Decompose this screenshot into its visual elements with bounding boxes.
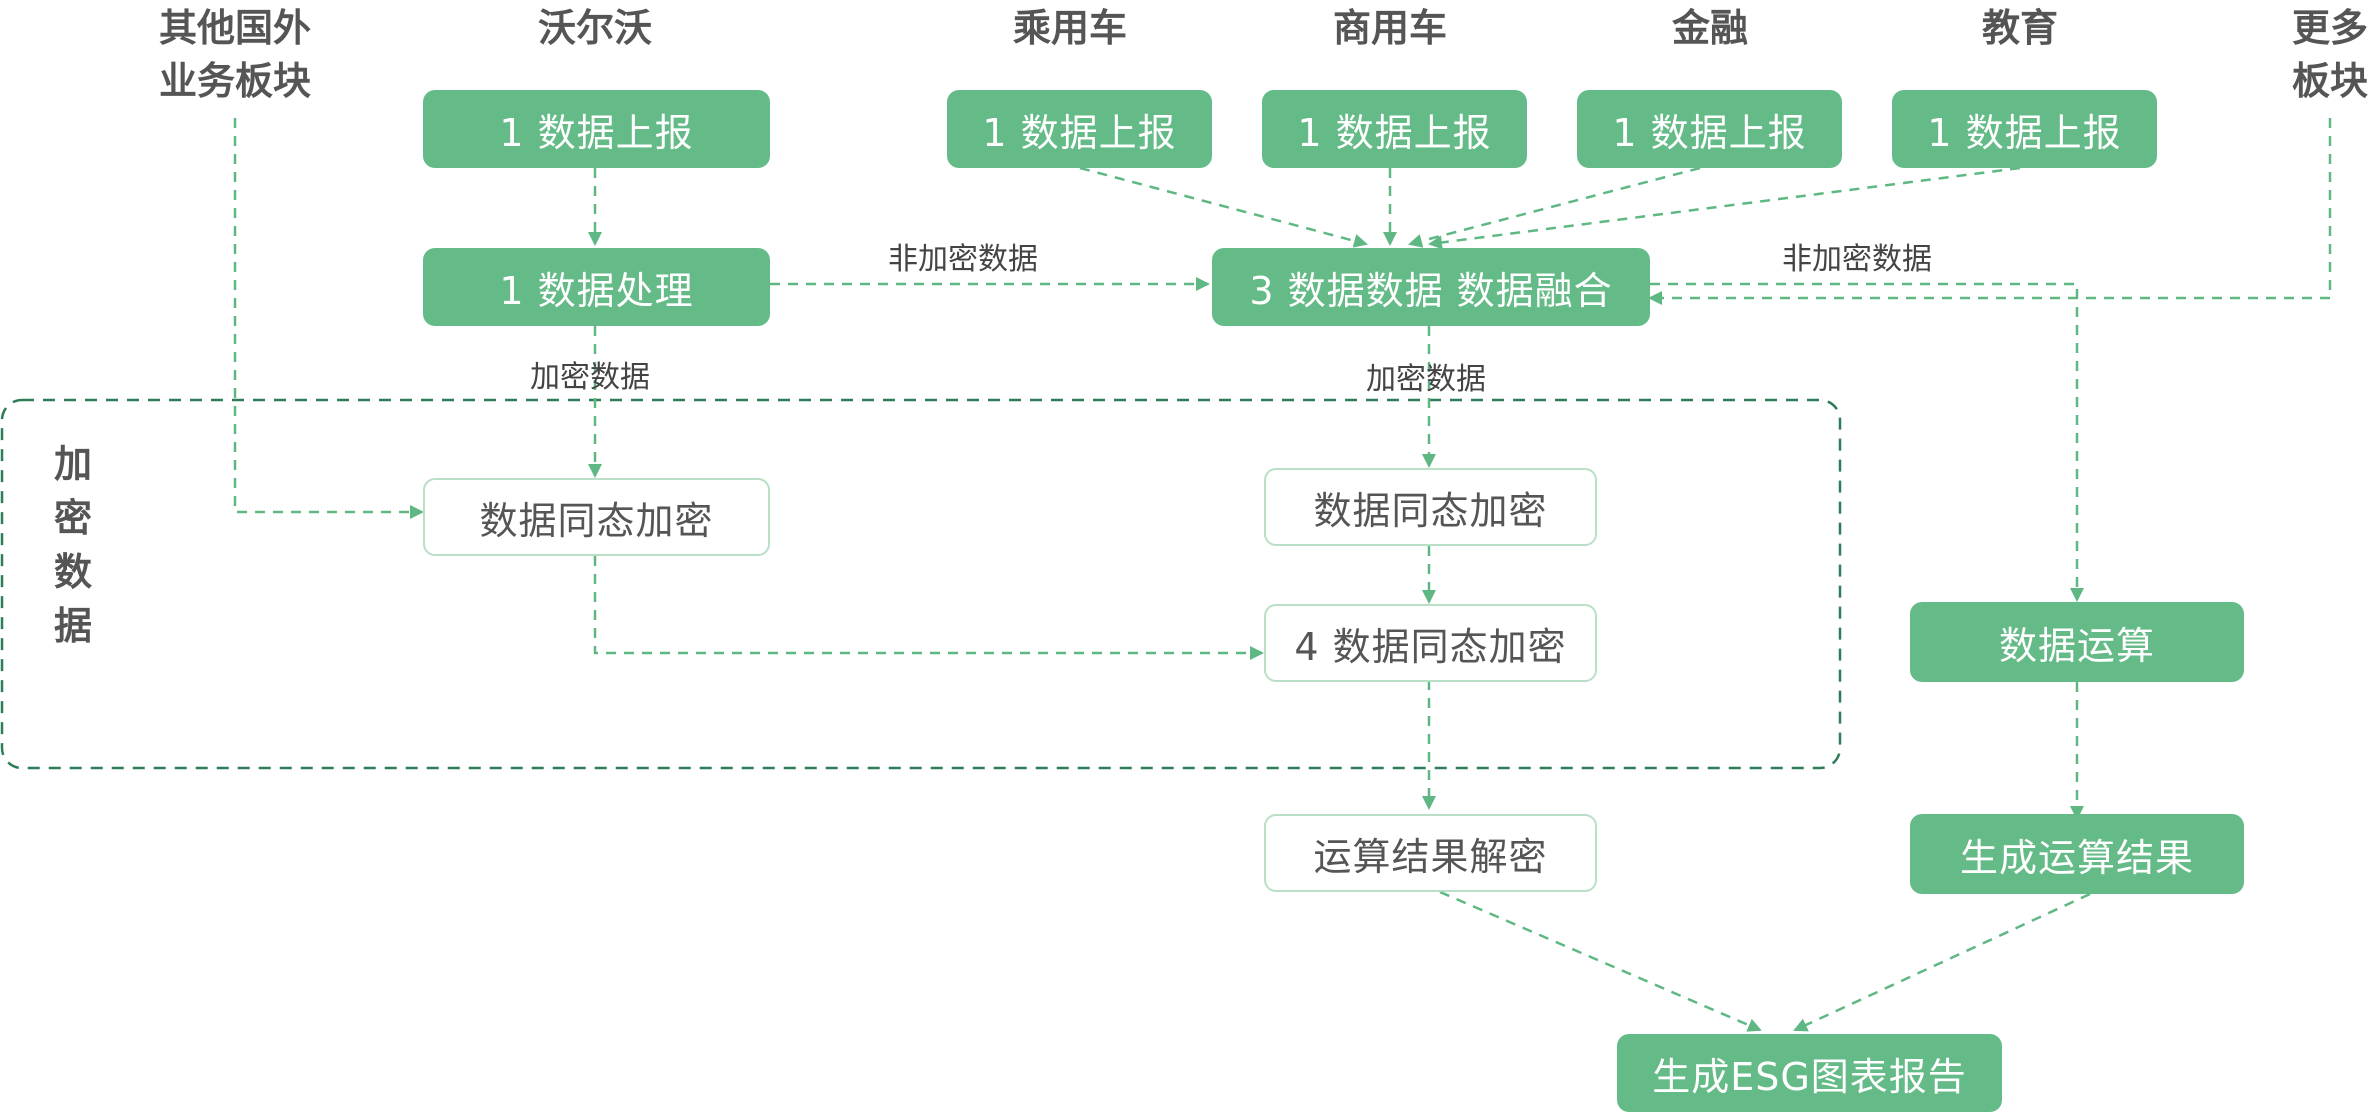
- header-passenger-car: 乘用车: [1012, 6, 1127, 50]
- header-other-overseas-line1: 其他国外: [158, 6, 311, 50]
- homomorphic-encrypt-left-node: 数据同态加密: [423, 478, 770, 556]
- arrow-gen-result-to-esg: [1793, 892, 2091, 1032]
- arrow-passenger-to-fusion: [1079, 166, 1368, 248]
- header-more-line1: 更多: [2291, 6, 2368, 50]
- label-non-encrypted-left: 非加密数据: [888, 242, 1038, 277]
- encrypted-region-border: [0, 398, 1842, 770]
- header-other-overseas: 其他国外 业务板块: [140, 2, 330, 108]
- homomorphic-encrypt-4-node: 4 数据同态加密: [1264, 604, 1597, 682]
- volvo-report-node: 1 数据上报: [423, 90, 770, 168]
- result-decrypt-node: 运算结果解密: [1264, 814, 1597, 892]
- finance-report-node: 1 数据上报: [1577, 90, 1842, 168]
- arrow-finance-to-fusion: [1408, 166, 1701, 248]
- education-report-node: 1 数据上报: [1892, 90, 2157, 168]
- region-title-char-4: 据: [53, 604, 92, 648]
- arrow-decrypt-to-esg: [1439, 890, 1762, 1032]
- header-more-line2: 板块: [2291, 59, 2368, 104]
- encrypted-region-title: 加 密 数 据: [48, 437, 98, 653]
- region-title-char-2: 密: [53, 496, 92, 540]
- volvo-process-node: 1 数据处理: [423, 248, 770, 326]
- data-compute-node: 数据运算: [1910, 602, 2244, 682]
- passenger-report-node: 1 数据上报: [947, 90, 1212, 168]
- label-encrypted-mid: 加密数据: [1366, 362, 1486, 397]
- header-finance: 金融: [1671, 6, 1748, 50]
- arrow-he-left-to-he-4: [593, 556, 1264, 660]
- region-title-char-1: 加: [53, 442, 92, 486]
- arrow-fusion-to-compute: [1650, 282, 2084, 602]
- header-volvo: 沃尔沃: [537, 6, 652, 50]
- homomorphic-encrypt-mid-node: 数据同态加密: [1264, 468, 1597, 546]
- label-non-encrypted-right: 非加密数据: [1782, 242, 1932, 277]
- commercial-report-node: 1 数据上报: [1262, 90, 1527, 168]
- header-education: 教育: [1981, 6, 2058, 50]
- header-commercial-car: 商用车: [1332, 6, 1447, 50]
- arrow-education-to-fusion: [1428, 166, 2021, 250]
- esg-report-node: 生成ESG图表报告: [1617, 1034, 2002, 1112]
- label-encrypted-left: 加密数据: [530, 360, 650, 395]
- arrow-more-to-fusion: [1648, 118, 2332, 305]
- arrow-other-overseas-to-he-left: [233, 118, 424, 519]
- data-fusion-node: 3 数据数据 数据融合: [1212, 248, 1650, 326]
- generate-result-node: 生成运算结果: [1910, 814, 2244, 894]
- region-title-char-3: 数: [53, 550, 92, 594]
- header-more: 更多 板块: [2280, 2, 2380, 108]
- header-other-overseas-line2: 业务板块: [158, 59, 311, 104]
